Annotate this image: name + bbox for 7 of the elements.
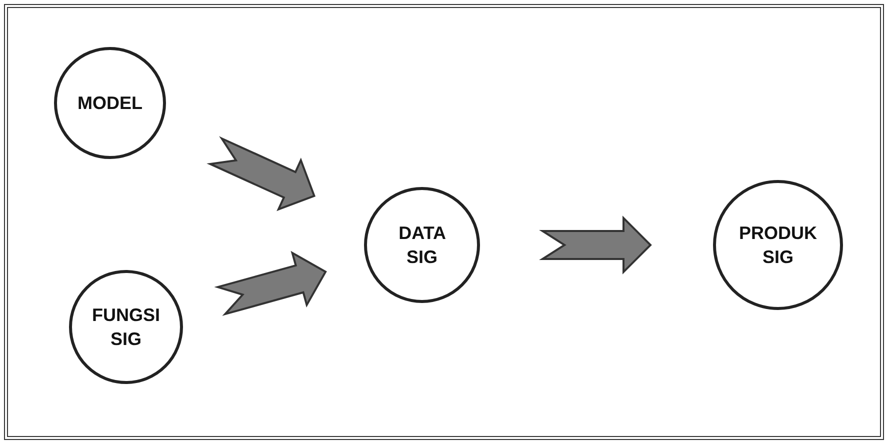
block-arrow (539, 216, 652, 274)
block-arrow (214, 250, 327, 316)
node-label: PRODUK SIG (738, 222, 817, 269)
node-label: MODEL (78, 92, 142, 115)
node-label: FUNGSI SIG (92, 304, 160, 351)
block-arrow (206, 136, 316, 212)
node-label: DATA SIG (398, 222, 446, 269)
